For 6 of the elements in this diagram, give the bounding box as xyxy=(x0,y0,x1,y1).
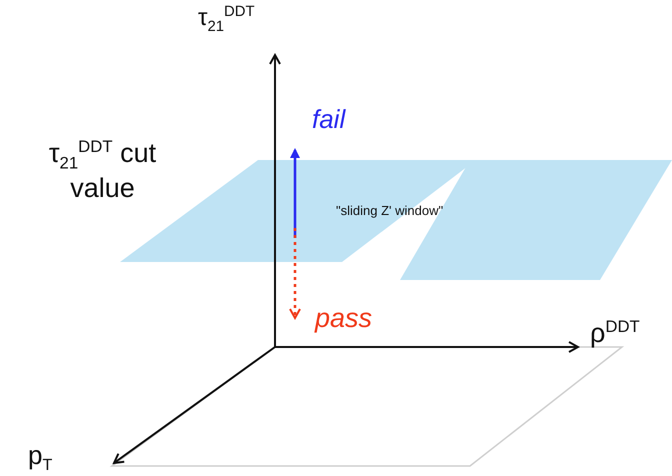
axis-label: ρ$^{DDT}$ xyxy=(590,317,640,350)
cut-value-label: τ$_{21}$$^{DDT}$ cut value xyxy=(48,136,158,206)
pass-label: pass xyxy=(315,302,372,334)
window-label: "sliding Z' window" xyxy=(336,203,444,219)
fail-label: fail xyxy=(312,104,346,136)
axis-label: p$_{T}$ xyxy=(28,440,52,472)
